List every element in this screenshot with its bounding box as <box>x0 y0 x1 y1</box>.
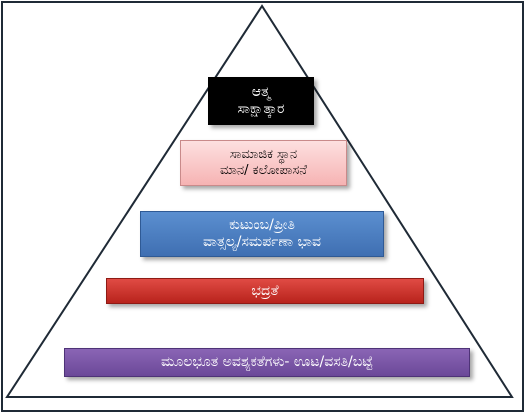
pyramid-level-physiological: ಮೂಲಭೂತ ಅವಶ್ಯಕತೆಗಳು- ಊಟ/ವಸತಿ/ಬಟ್ಟೆ <box>64 348 470 377</box>
level-text-line: ಕುಟುಂಬ/ಪ್ರೀತಿ <box>229 217 295 234</box>
level-text-line: ಆತ್ಮ <box>251 84 271 101</box>
level-text-line: ಸಾಕ್ಷಾತ್ಕಾರ <box>237 101 285 117</box>
level-text-line: ಮೂಲಭೂತ ಅವಶ್ಯಕತೆಗಳು- ಊಟ/ವಸತಿ/ಬಟ್ಟೆ <box>161 354 373 371</box>
level-text-line: ಮಾನ/ ಕಲೋಪಾಸನೆ <box>219 163 308 178</box>
pyramid-level-esteem: ಸಾಮಾಜಿಕ ಸ್ಥಾನ ಮಾನ/ ಕಲೋಪಾಸನೆ <box>180 140 347 186</box>
level-text-line: ಸಾಮಾಜಿಕ ಸ್ಥಾನ <box>229 147 298 163</box>
pyramid-level-love-belonging: ಕುಟುಂಬ/ಪ್ರೀತಿ ವಾತ್ಸಲ್ಯ/ಸಮರ್ಪಣಾ ಭಾವ <box>140 211 384 257</box>
pyramid-level-self-actualization: ಆತ್ಮ ಸಾಕ್ಷಾತ್ಕಾರ <box>208 77 314 125</box>
level-text-line: ಭದ್ರತೆ <box>251 282 279 299</box>
level-text-line: ವಾತ್ಸಲ್ಯ/ಸಮರ್ಪಣಾ ಭಾವ <box>203 234 321 250</box>
pyramid-level-safety: ಭದ್ರತೆ <box>106 278 424 304</box>
